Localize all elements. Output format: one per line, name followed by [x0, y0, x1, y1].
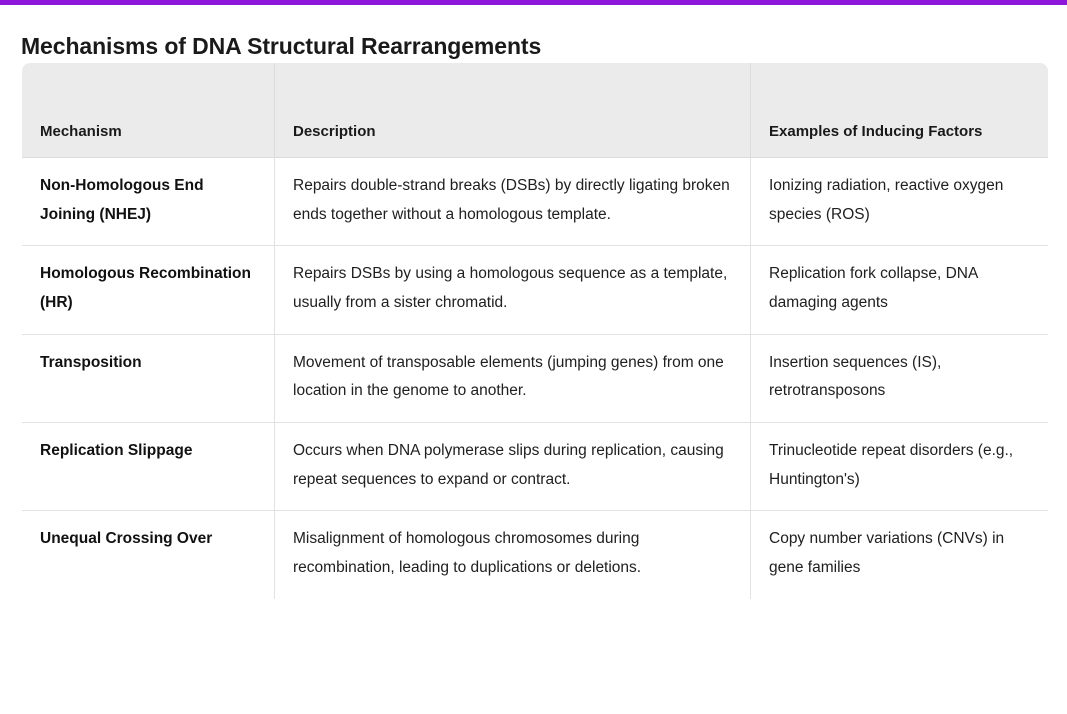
table-row: Homologous Recombination (HR) Repairs DS…	[22, 245, 1048, 335]
table-body: Non-Homologous End Joining (NHEJ) Repair…	[22, 157, 1048, 599]
table-row: Non-Homologous End Joining (NHEJ) Repair…	[22, 157, 1048, 247]
table-row: Unequal Crossing Over Misalignment of ho…	[22, 510, 1048, 599]
cell-description: Movement of transposable elements (jumpi…	[274, 334, 751, 424]
mechanisms-table: Mechanism Description Examples of Induci…	[21, 62, 1049, 600]
cell-factors: Insertion sequences (IS), retrotransposo…	[750, 334, 1048, 424]
cell-description: Repairs double-strand breaks (DSBs) by d…	[274, 157, 751, 247]
cell-mechanism: Homologous Recombination (HR)	[22, 245, 275, 335]
cell-mechanism: Replication Slippage	[22, 422, 275, 512]
cell-factors: Trinucleotide repeat disorders (e.g., Hu…	[750, 422, 1048, 512]
table-header: Mechanism Description Examples of Induci…	[22, 62, 1048, 158]
column-header-description: Description	[274, 62, 751, 158]
cell-factors: Copy number variations (CNVs) in gene fa…	[769, 530, 1005, 577]
cell-mechanism: Transposition	[22, 334, 275, 424]
table-row: Transposition Movement of transposable e…	[22, 334, 1048, 424]
column-header-factors: Examples of Inducing Factors	[750, 62, 1048, 158]
cell-description: Repairs DSBs by using a homologous seque…	[274, 245, 751, 335]
cell-factors: Replication fork collapse, DNA damaging …	[750, 245, 1048, 335]
cell-mechanism: Unequal Crossing Over	[22, 510, 275, 599]
page-title: Mechanisms of DNA Structural Rearrangeme…	[21, 33, 542, 60]
table-header-row: Mechanism Description Examples of Induci…	[22, 62, 1048, 158]
table-row: Replication Slippage Occurs when DNA pol…	[22, 422, 1048, 512]
cell-description: Occurs when DNA polymerase slips during …	[274, 422, 751, 512]
table-container: Mechanism Description Examples of Induci…	[21, 62, 1049, 600]
column-header-mechanism: Mechanism	[22, 62, 275, 158]
cell-description: Misalignment of homologous chromosomes d…	[274, 510, 751, 599]
top-accent-bar	[0, 0, 1067, 5]
cell-mechanism: Non-Homologous End Joining (NHEJ)	[22, 157, 275, 247]
cell-factors: Ionizing radiation, reactive oxygen spec…	[750, 157, 1048, 247]
